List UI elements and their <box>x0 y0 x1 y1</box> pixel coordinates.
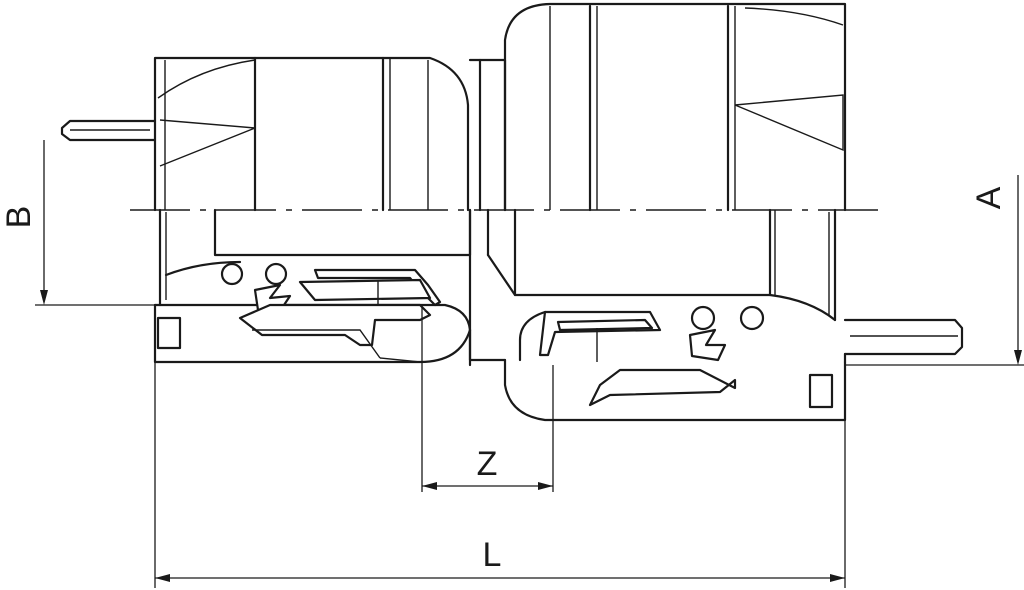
dimension-b-label: B <box>0 206 38 229</box>
left-fitting-body <box>60 56 472 367</box>
dimension-l-label: L <box>483 536 502 574</box>
dimension-l: L <box>154 362 846 588</box>
dimension-a-label: A <box>970 186 1008 209</box>
dimension-a: A <box>845 175 1024 366</box>
dimension-z-label: Z <box>477 445 498 483</box>
right-fitting-body <box>503 2 964 422</box>
dimension-b: B <box>0 140 160 306</box>
dimension-z: Z <box>421 305 554 492</box>
